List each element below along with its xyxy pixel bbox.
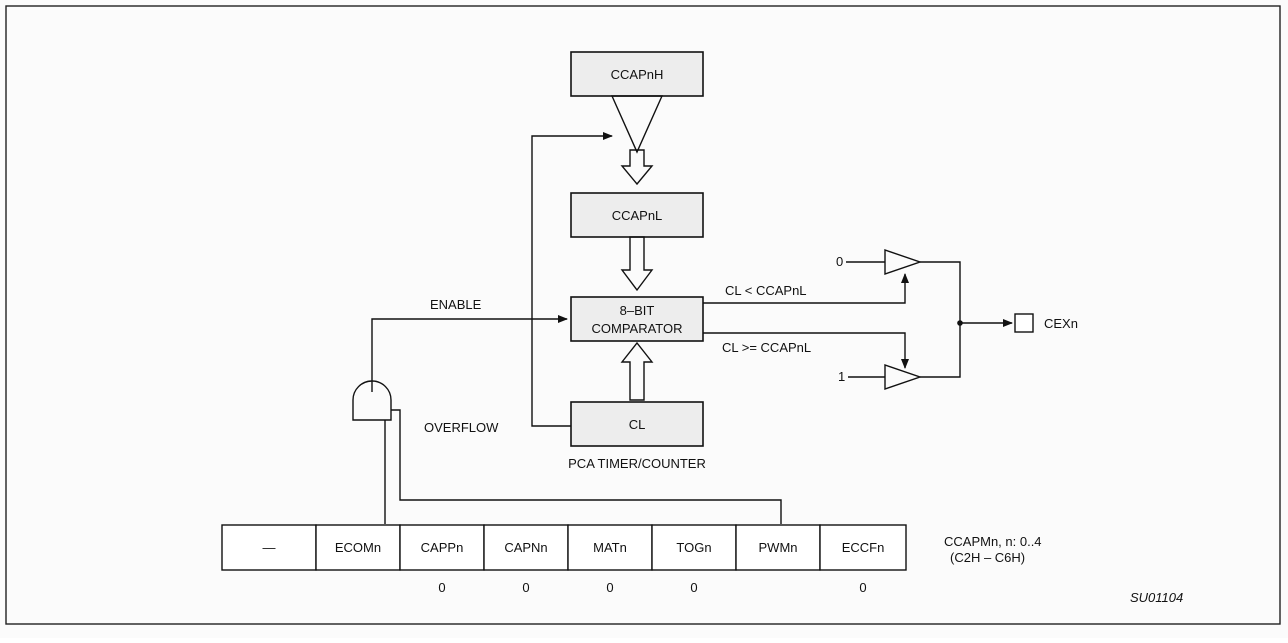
cl-label: CL [629,417,646,432]
load-arrow [620,149,654,186]
greater-equal-line [703,332,909,369]
mux-input-0: 0 [836,254,843,269]
mode-bit-ecom: ECOMn [335,540,381,555]
mode-bit-0: — [263,540,276,555]
load-gate [610,95,664,154]
mode-register-address: (C2H – C6H) [950,550,1025,565]
mode-value-capn: 0 [522,580,529,595]
mode-cell-7 [819,524,907,571]
ccapnl-to-comparator-arrow [620,236,654,292]
cl-register [570,401,704,447]
ccapnl-label: CCAPnL [612,208,663,223]
mode-cell-5 [651,524,737,571]
mode-register: — ECOMn CAPPn CAPNn MATn TOGn PWMn ECCFn… [221,524,907,595]
mode-value-tog: 0 [690,580,697,595]
cond-greater-equal-label: CL >= CCAPnL [722,340,811,355]
overflow-line [531,132,613,427]
buffer-lower [884,364,923,390]
mode-value-capp: 0 [438,580,445,595]
enable-label: ENABLE [430,297,482,312]
mode-bit-eccf: ECCFn [842,540,885,555]
mode-bit-pwm: PWMn [759,540,798,555]
mode-cell-6 [735,524,821,571]
mode-bit-capn: CAPNn [504,540,547,555]
comparator-box [570,296,704,342]
enable-line [371,315,568,392]
and-input-pwm [391,409,782,524]
mode-cell-4 [567,524,653,571]
cond-less-label: CL < CCAPnL [725,283,807,298]
cexn-label: CEXn [1044,316,1078,331]
cexn-pin [1014,313,1034,333]
less-than-line [703,273,909,304]
overflow-label: OVERFLOW [424,420,499,435]
mode-bit-tog: TOGn [676,540,711,555]
buffer-upper [884,249,923,275]
mode-bit-mat: MATn [593,540,627,555]
figure-code: SU01104 [1130,590,1183,605]
mode-cell-0 [221,524,317,571]
ccapnh-label: CCAPnH [611,67,664,82]
mode-bit-capp: CAPPn [421,540,464,555]
mode-register-name: CCAPMn, n: 0..4 [944,534,1042,549]
mode-cell-1 [315,524,401,571]
mode-value-eccf: 0 [859,580,866,595]
outer-border [5,5,1281,625]
cl-to-comparator-arrow [620,341,654,401]
comparator-line1: 8–BIT [620,303,655,318]
counter-caption: PCA TIMER/COUNTER [568,456,706,471]
and-gate [352,380,392,421]
mode-value-mat: 0 [606,580,613,595]
mode-cell-2 [399,524,485,571]
mux-input-1: 1 [838,369,845,384]
comparator-line2: COMPARATOR [591,321,682,336]
merge-line [920,261,961,378]
